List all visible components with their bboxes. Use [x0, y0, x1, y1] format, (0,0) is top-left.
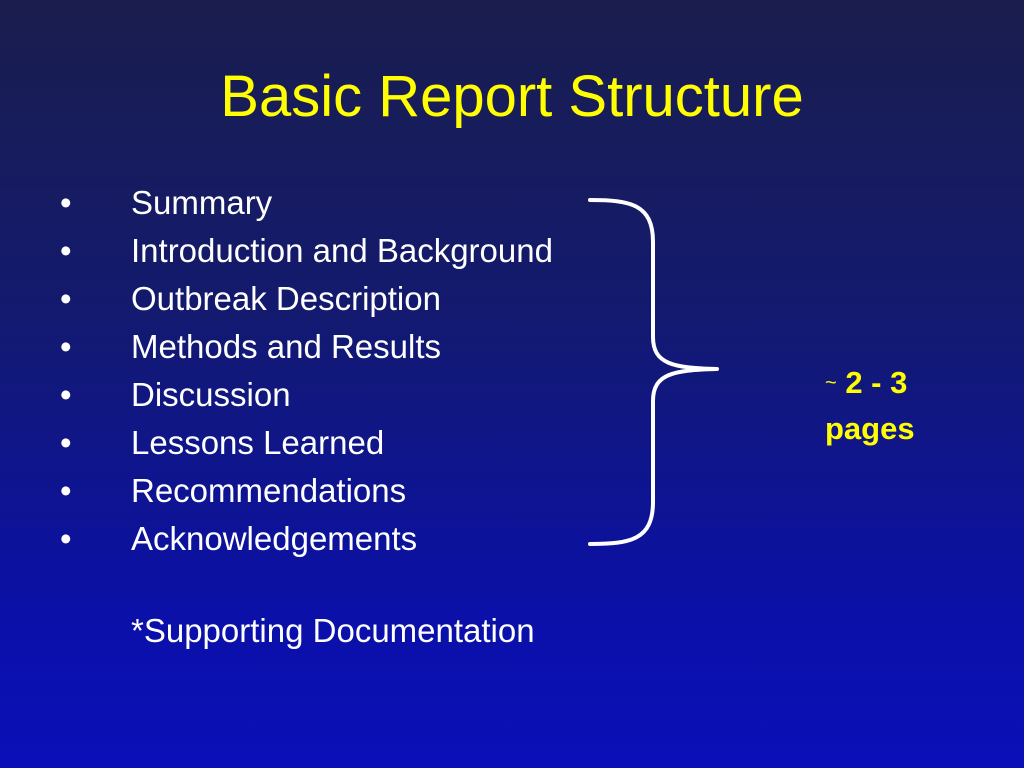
supporting-documentation-note: *Supporting Documentation: [131, 612, 535, 649]
page-length-line-2: pages: [825, 411, 915, 446]
bullet-marker: •: [60, 472, 72, 509]
bullet-marker: •: [60, 232, 72, 269]
page-range: 2 - 3: [845, 365, 908, 400]
bullet-text: Summary: [131, 184, 273, 221]
approx-symbol: ~: [825, 372, 837, 394]
bullet-text: Acknowledgements: [131, 520, 418, 557]
bullet-text: Outbreak Description: [131, 280, 441, 317]
bullet-marker: •: [60, 328, 72, 365]
bullet-marker: •: [60, 280, 72, 317]
bullet-text: Methods and Results: [131, 328, 442, 365]
bullet-text: Discussion: [131, 376, 291, 413]
bullet-text: Introduction and Background: [131, 232, 553, 269]
bullet-marker: •: [60, 520, 72, 557]
page-length-note: ~ 2 - 3 pages: [825, 360, 915, 452]
bullet-marker: •: [60, 376, 72, 413]
slide-title: Basic Report Structure: [220, 64, 804, 129]
bullet-marker: •: [60, 424, 72, 461]
bullet-marker: •: [60, 184, 72, 221]
page-length-line-1: ~ 2 - 3: [825, 360, 915, 406]
bullet-text: Recommendations: [131, 472, 407, 509]
bullet-text: Lessons Learned: [131, 424, 385, 461]
curly-brace-icon: [588, 198, 719, 546]
